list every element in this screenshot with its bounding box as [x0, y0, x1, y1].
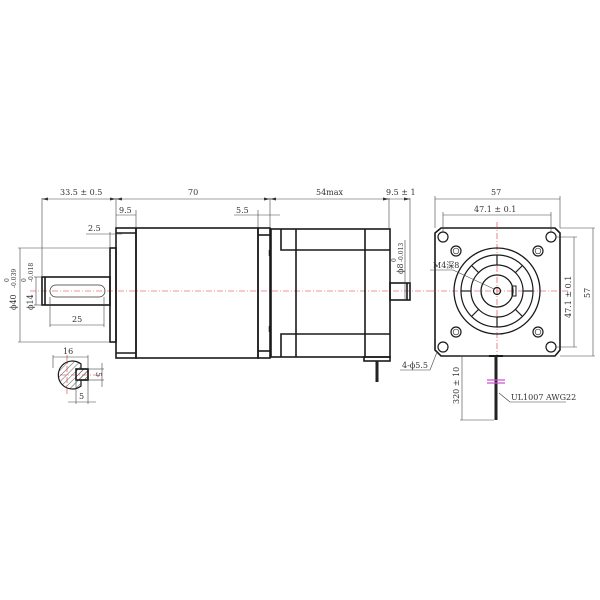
tapped-hole-br — [532, 326, 544, 338]
dim-section-width: 16 — [63, 347, 73, 356]
gearbox-pilot — [109, 247, 117, 343]
dim-key-height: 5 — [94, 372, 103, 377]
spoke-tl — [471, 265, 480, 274]
dim-shaft-tol-upper: 0 — [21, 278, 28, 282]
arrow — [42, 197, 48, 201]
motor-front-cap-bottom — [280, 333, 390, 357]
shaft-section-view: 16 5 5 — [52, 347, 104, 404]
dim-pilot: 2.5 — [88, 224, 101, 233]
gearbox-body — [135, 227, 259, 359]
dim-rear-shaft-length: 9.5 ± 1 — [386, 188, 416, 197]
dim-rear-shaft-tol-lower: -0.013 — [398, 243, 405, 262]
dim-hole-spacing-v: 47.1 ± 0.1 — [564, 276, 573, 318]
dim-rear-shaft-diameter: ϕ8 — [396, 263, 405, 274]
dim-pilot-diameter: ϕ40 — [9, 294, 18, 310]
dim-shaft-diameter: ϕ14 — [26, 294, 35, 310]
gearbox-flange — [115, 227, 137, 359]
boss-outer-ring — [453, 247, 541, 335]
dim-shaft-tol-lower: -0.018 — [28, 263, 35, 282]
shaft-keyway — [49, 284, 106, 298]
dim-flange-width: 57 — [491, 188, 501, 197]
dim-key-length: 25 — [72, 315, 82, 324]
end-view: M4深8 57 47.1 ± 0.1 47.1 ± 0.1 57 4-ϕ5.5 — [400, 188, 595, 421]
arrow — [264, 197, 270, 201]
label-tapped-hole: M4深8 — [433, 261, 459, 270]
leader-tapped-hole — [452, 269, 495, 290]
rear-shaft — [389, 282, 411, 301]
side-view: 33.5 ± 0.5 70 54max 9.5 ± 1 9.5 5.5 2.5 … — [4, 188, 430, 382]
dim-hole-spacing-h: 47.1 ± 0.1 — [474, 205, 516, 214]
label-mount-holes: 4-ϕ5.5 — [402, 361, 428, 370]
dim-gearbox-shaft-length: 33.5 ± 0.5 — [60, 188, 102, 197]
arrow — [116, 197, 122, 201]
dim-flange-step: 9.5 — [119, 206, 132, 215]
mount-hole-bl — [437, 341, 449, 353]
tapped-hole-tl — [450, 245, 462, 257]
mount-hole-tl — [437, 231, 449, 243]
dim-pilot-tol-upper: 0 — [4, 278, 11, 282]
arrow — [270, 197, 276, 201]
center-shaft — [492, 286, 502, 296]
motor-front-cap-top — [280, 229, 390, 251]
motor-lead-exit — [363, 356, 391, 362]
arrow — [383, 197, 389, 201]
boss-inner-ring — [480, 274, 514, 308]
dim-flange-height: 57 — [583, 288, 592, 298]
spoke-br — [514, 308, 523, 317]
dim-lead-length: 320 ± 10 — [452, 367, 461, 404]
key-section — [75, 368, 89, 381]
dim-rear-ring: 5.5 — [236, 206, 249, 215]
dim-gearbox-length: 70 — [188, 188, 198, 197]
dim-key-width: 5 — [79, 392, 84, 401]
dim-rear-shaft-tol-upper: 0 — [391, 258, 398, 262]
spoke-tr — [514, 265, 523, 274]
dim-motor-length: 54max — [316, 188, 344, 197]
motor-body — [270, 228, 391, 358]
mount-hole-br — [545, 341, 557, 353]
mount-hole-tr — [545, 231, 557, 243]
leader-wire — [498, 392, 511, 403]
dim-pilot-tol-lower: -0.039 — [11, 269, 18, 288]
leader-mount-holes — [429, 351, 438, 371]
arrow — [110, 197, 116, 201]
spoke-bl — [471, 308, 480, 317]
tapped-hole-tr — [532, 245, 544, 257]
shaft-key-flat — [511, 285, 517, 297]
label-wire: UL1007 AWG22 — [511, 393, 576, 402]
end-flange — [434, 227, 561, 357]
tapped-hole-bl — [450, 326, 462, 338]
arrow — [404, 197, 410, 201]
gearbox-rear-ring — [257, 227, 271, 359]
